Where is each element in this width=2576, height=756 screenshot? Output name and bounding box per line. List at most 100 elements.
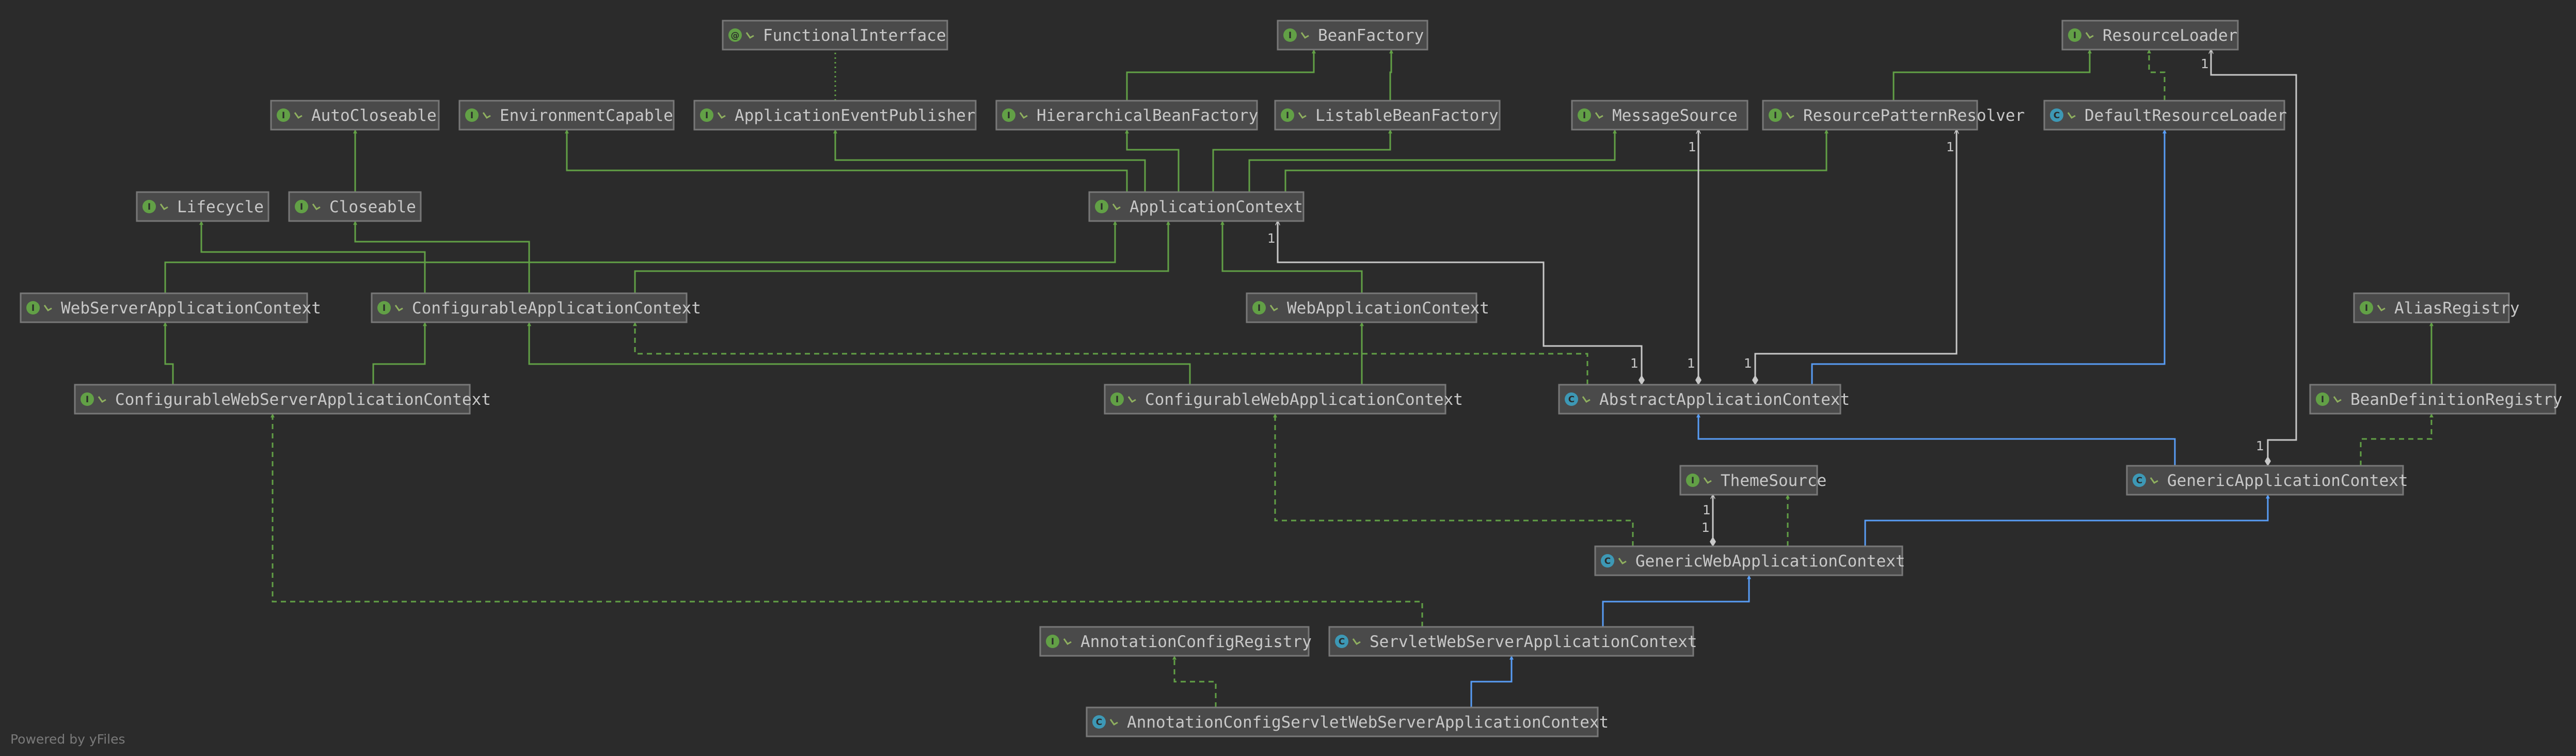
node-label: AnnotationConfigServletWebServerApplicat… <box>1127 713 1609 732</box>
public-visibility-icon <box>98 396 106 403</box>
badge-letter: I <box>31 303 35 313</box>
node-functional-interface[interactable]: @FunctionalInterface <box>722 20 948 51</box>
public-visibility-icon <box>1786 112 1794 119</box>
node-label: ConfigurableApplicationContext <box>412 299 701 318</box>
public-visibility-icon <box>2333 396 2342 403</box>
node-box <box>20 292 308 323</box>
node-label: MessageSource <box>1612 106 1738 125</box>
public-visibility-icon <box>1300 32 1309 39</box>
edge-extends-interface-web-application-context-to-application-context <box>1220 220 1363 293</box>
badge-letter: I <box>1116 395 1119 405</box>
node-box <box>288 191 422 222</box>
public-visibility-icon <box>2085 32 2094 39</box>
node-box <box>722 20 948 51</box>
node-label: AliasRegistry <box>2394 299 2520 318</box>
node-label: DefaultResourceLoader <box>2085 106 2287 125</box>
multiplicity-label: 1 <box>1744 356 1752 371</box>
node-box <box>1679 465 1818 496</box>
multiplicity-label: 1 <box>1687 356 1695 371</box>
node-listable-bean-factory[interactable]: I ListableBeanFactory <box>1274 100 1501 131</box>
edge-extends-interface-application-context-to-message-source <box>1248 129 1617 192</box>
edge-extends-interface-web-server-application-context-to-application-context <box>164 220 1117 293</box>
node-annotation-config-registry[interactable]: I AnnotationConfigRegistry <box>1039 626 1312 657</box>
multiplicity-label: 1 <box>2201 56 2209 71</box>
interface-badge-icon <box>26 301 40 314</box>
node-servlet-web-server-application-context[interactable]: C ServletWebServerApplicationContext <box>1328 626 1697 657</box>
badge-letter: I <box>148 202 151 212</box>
node-label: ConfigurableWebServerApplicationContext <box>115 390 491 409</box>
class-badge-icon <box>2133 474 2146 487</box>
multiplicity-label: 1 <box>1630 356 1639 371</box>
node-label: ThemeSource <box>1721 471 1826 490</box>
node-box <box>693 100 977 131</box>
interface-badge-icon <box>465 108 479 122</box>
class-badge-icon <box>1565 392 1578 406</box>
badge-letter: I <box>282 111 285 121</box>
node-box <box>1274 100 1501 131</box>
badge-letter: I <box>383 303 386 313</box>
badge-letter: I <box>705 111 708 121</box>
interface-badge-icon <box>377 301 391 314</box>
node-configurable-web-application-context[interactable]: I ConfigurableWebApplicationContext <box>1104 384 1463 415</box>
node-box <box>2126 465 2404 496</box>
edge-association-generic-application-context-to-resource-loader <box>2211 50 2297 466</box>
node-box <box>1088 191 1305 222</box>
interface-badge-icon <box>1046 635 1059 648</box>
badge-letter: C <box>1339 637 1345 647</box>
public-visibility-icon <box>2067 112 2076 119</box>
node-box <box>74 384 471 415</box>
public-visibility-icon <box>745 32 754 39</box>
node-label: ConfigurableWebApplicationContext <box>1145 390 1463 409</box>
interface-badge-icon <box>1578 108 1591 122</box>
public-visibility-icon <box>1595 112 1603 119</box>
badge-letter: I <box>1286 111 1289 121</box>
public-visibility-icon <box>1269 305 1278 311</box>
badge-letter: I <box>1100 202 1103 212</box>
class-badge-icon <box>2050 108 2063 122</box>
class-badge-icon <box>1601 554 1614 568</box>
node-label: ServletWebServerApplicationContext <box>1370 633 1697 651</box>
class-badge-icon <box>1335 635 1348 648</box>
interface-badge-icon <box>1252 301 1266 314</box>
edge-extends-abstract-application-context-to-default-resource-loader <box>1811 129 2167 385</box>
node-box <box>1558 384 1841 415</box>
node-label: GenericWebApplicationContext <box>1635 552 1905 571</box>
node-box <box>1086 706 1599 737</box>
public-visibility-icon <box>160 203 168 210</box>
node-label: ListableBeanFactory <box>1315 106 1499 125</box>
badge-letter: I <box>1583 111 1586 121</box>
badge-letter: I <box>1051 637 1054 647</box>
node-label: HierarchicalBeanFactory <box>1037 106 1258 125</box>
node-annotation-config-servlet-web-server-application-context[interactable]: C AnnotationConfigServletWebServerApplica… <box>1086 706 1609 737</box>
node-box <box>2043 100 2285 131</box>
node-message-source[interactable]: I MessageSource <box>1571 100 1748 131</box>
multiplicity-label: 1 <box>1688 139 1696 154</box>
node-box <box>1104 384 1446 415</box>
public-visibility-icon <box>294 112 303 119</box>
node-configurable-application-context[interactable]: I ConfigurableApplicationContext <box>371 292 701 323</box>
public-visibility-icon <box>2150 477 2158 484</box>
badge-letter: I <box>300 202 303 212</box>
node-label: AnnotationConfigRegistry <box>1080 633 1312 651</box>
badge-letter: C <box>1096 717 1102 728</box>
